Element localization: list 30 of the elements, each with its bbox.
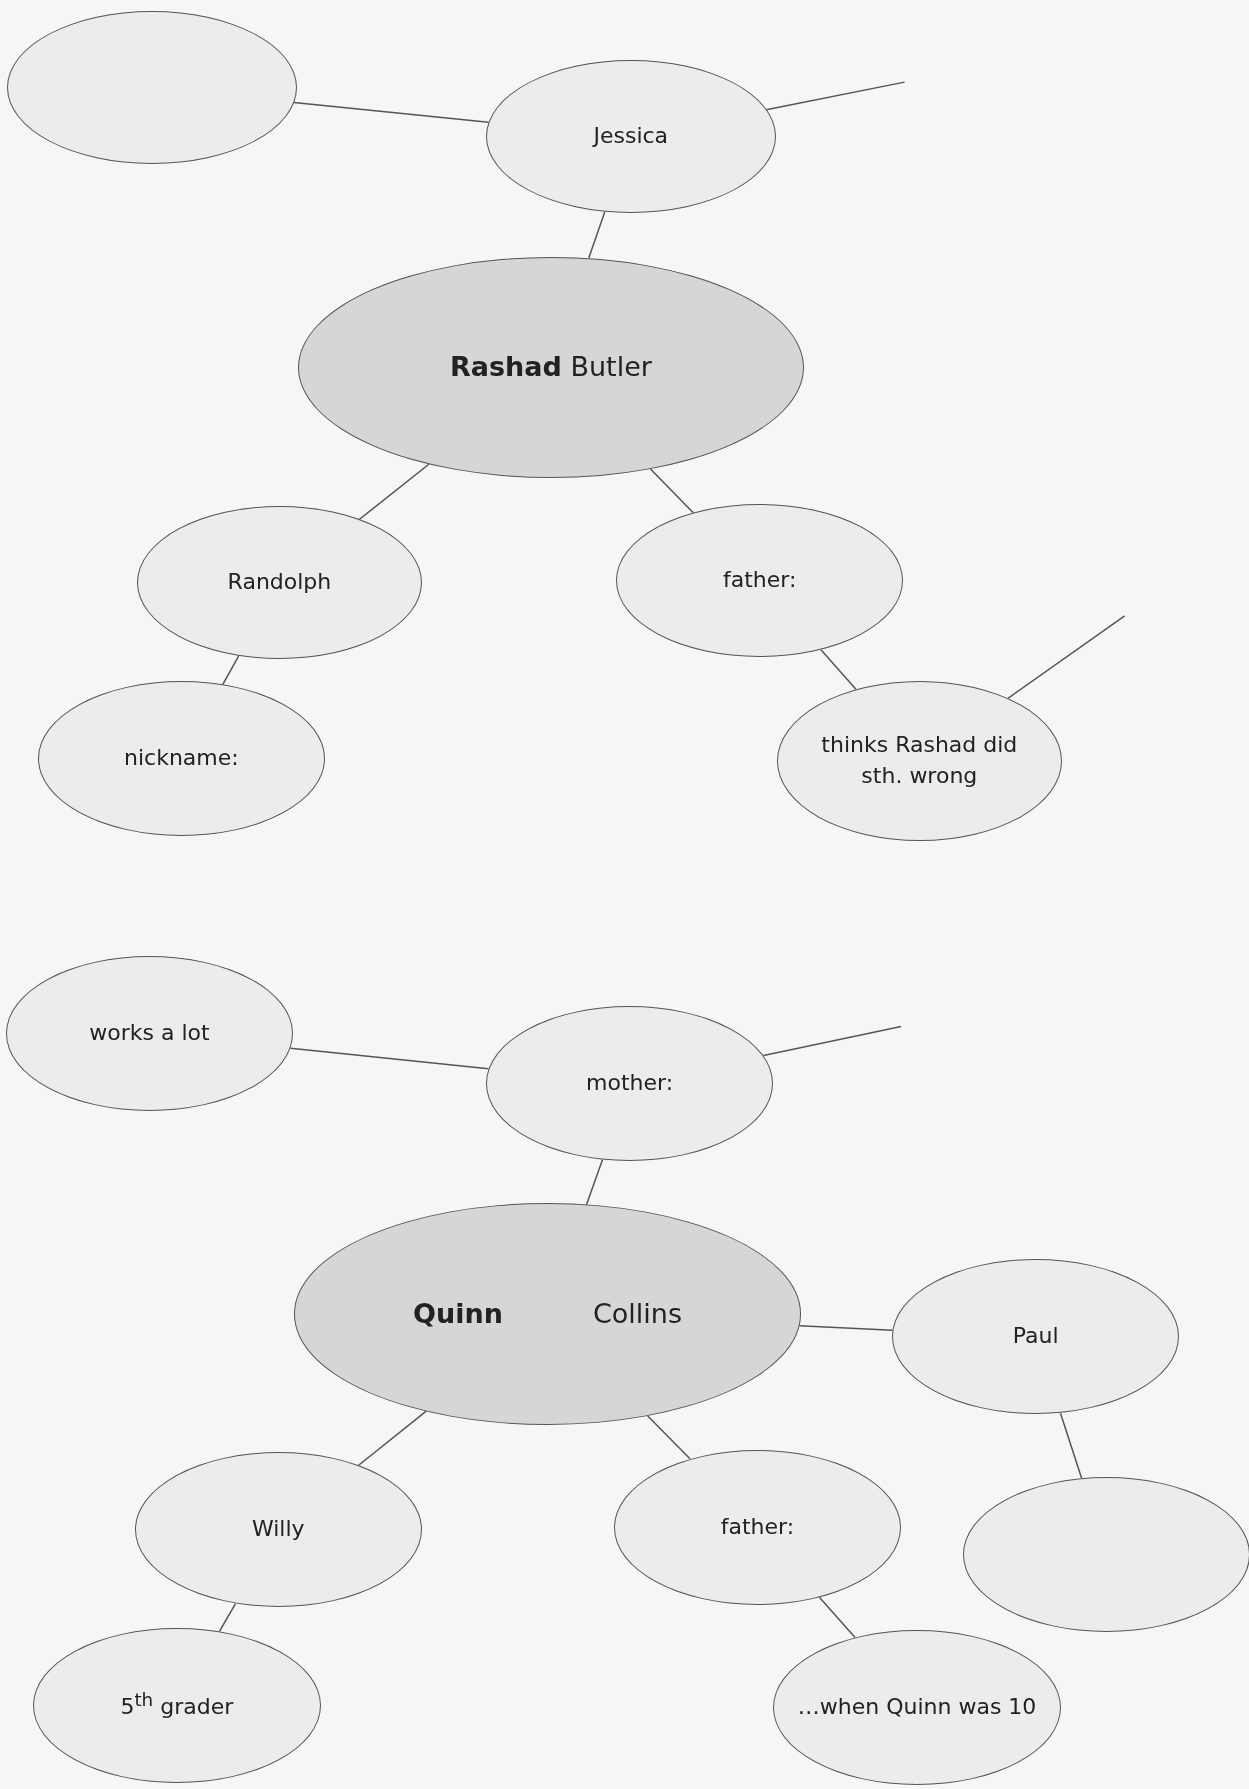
- connector-line: [293, 101, 490, 124]
- node-text: mother:: [586, 1069, 674, 1098]
- connector-line: [798, 1325, 894, 1331]
- connector-line: [646, 1414, 691, 1460]
- node-text: Willy: [252, 1515, 305, 1544]
- node-text: …when Quinn was 10: [797, 1693, 1037, 1722]
- node-text: thinks Rashad did sth. wrong: [820, 731, 1019, 790]
- node-text: nickname:: [124, 744, 239, 773]
- connector-line: [358, 463, 430, 521]
- node-text: Paul: [1012, 1322, 1059, 1351]
- node-text: Randolph: [227, 568, 332, 597]
- node-text: 5$^{th}$ grader: [120, 1688, 234, 1722]
- connector-line: [357, 1410, 427, 1467]
- connector-line: [765, 81, 906, 111]
- connector-line: [218, 1602, 237, 1632]
- node-text: Rashad Butler: [449, 350, 652, 385]
- connector-line: [762, 1025, 902, 1057]
- connector-line: [818, 1596, 856, 1639]
- connector-line: [289, 1047, 490, 1070]
- connector-line: [222, 655, 240, 685]
- node-text: Collins: [592, 1297, 682, 1332]
- node-text: Quinn: [413, 1297, 503, 1332]
- connector-line: [649, 468, 695, 514]
- node-text: father:: [720, 1512, 795, 1541]
- connector-line: [820, 648, 857, 691]
- node-text: works a lot: [89, 1019, 210, 1047]
- node-text: father:: [722, 566, 797, 595]
- connector-line: [1007, 615, 1126, 699]
- node-text: Jessica: [593, 122, 669, 151]
- connector-line: [588, 211, 606, 259]
